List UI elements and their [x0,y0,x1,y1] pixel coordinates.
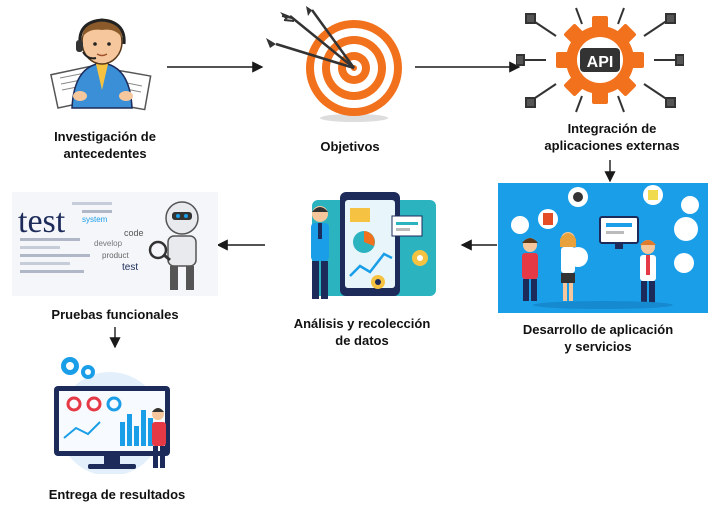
label-line: aplicaciones externas [544,138,680,153]
label-investigacion: Investigación de antecedentes [40,128,170,162]
data-analysis-icon [311,192,436,299]
developers-team-icon [498,183,708,313]
label-desarrollo: Desarrollo de aplicación y servicios [508,321,688,355]
label-pruebas: Pruebas funcionales [20,306,210,323]
person-reading-documents-icon [50,18,152,111]
word-cloud-word: develop [94,239,123,248]
label-integracion: Integración de aplicaciones externas [532,120,692,154]
word-cloud-word: test [122,262,138,273]
word-cloud-word: code [124,228,144,238]
label-line: Investigación de [54,129,156,144]
api-badge: API [587,54,614,71]
target-with-arrows-icon [266,6,402,122]
label-line: Análisis y recolección [293,316,431,331]
label-line: antecedentes [63,146,147,161]
label-line: Objetivos [320,139,380,154]
api-plugs-icon: API [516,7,684,113]
robot-testing-icon: test code develop system product test [12,192,218,296]
results-dashboard-icon [54,357,170,474]
label-line: Desarrollo de aplicación [522,322,674,337]
label-line: y servicios [564,339,632,354]
label-objetivos: Objetivos [290,138,410,155]
word-cloud-main: test [18,203,66,240]
word-cloud-word: product [102,251,129,260]
label-line: de datos [335,333,389,348]
label-line: Pruebas funcionales [51,307,179,322]
word-cloud-word: system [82,215,108,224]
label-analisis: Análisis y recolección de datos [272,315,452,349]
label-line: Integración de [567,121,657,136]
label-entrega: Entrega de resultados [22,486,212,503]
label-line: Entrega de resultados [48,487,186,502]
